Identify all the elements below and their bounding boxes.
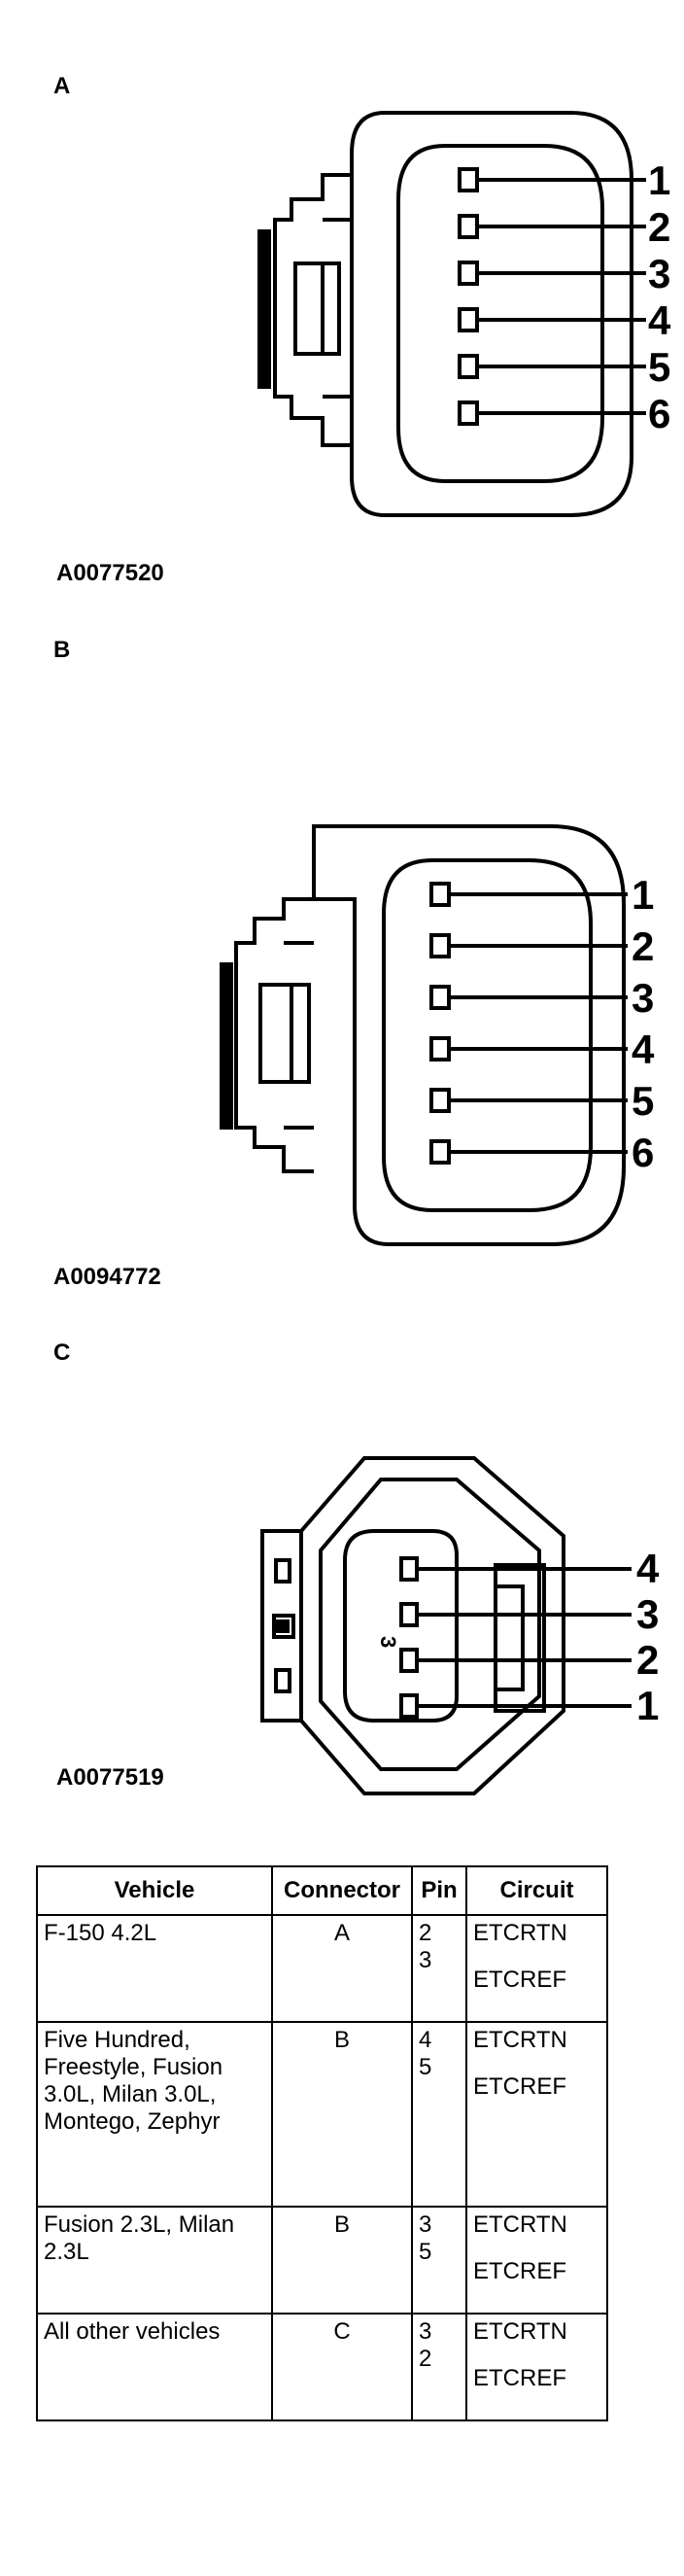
- connector-b-terminal-1: [429, 882, 451, 907]
- connector-b-terminal-3: [429, 985, 451, 1010]
- vehicle-cell: Five Hundred, Freestyle, Fusion 3.0L, Mi…: [36, 2021, 273, 2208]
- connector-b-pin-label: 6: [632, 1130, 654, 1175]
- connector-c-marking: 3: [376, 1636, 400, 1648]
- section-c-label: C: [53, 1340, 71, 1366]
- connector-a-terminal-4: [458, 307, 479, 332]
- connector-b-pin-label: 4: [632, 1027, 655, 1072]
- connector-a-side-bar: [257, 229, 271, 389]
- table-row: F-150 4.2L A 2 3 ETCRTN ETCREF: [36, 1914, 608, 2023]
- connector-a-terminal-6: [458, 400, 479, 426]
- connector-b-pin-label: 2: [632, 923, 654, 969]
- table-header-row: Vehicle Connector Pin Circuit: [36, 1865, 608, 1916]
- section-b-label: B: [53, 637, 71, 663]
- connector-a-shroud: [396, 144, 604, 483]
- header-vehicle: Vehicle: [36, 1865, 273, 1916]
- connector-b-terminal-4: [429, 1036, 451, 1062]
- connector-a-pin-label: 6: [648, 391, 670, 436]
- connector-a-terminal-1: [458, 167, 479, 192]
- table-row: All other vehicles C 3 2 ETCRTN ETCREF: [36, 2313, 608, 2421]
- vehicle-cell: F-150 4.2L: [36, 1914, 273, 2023]
- figure-id-a: A0077520: [56, 560, 164, 586]
- pin-cell: 2 3: [411, 1914, 467, 2023]
- circuit-cell: ETCRTN ETCREF: [465, 2313, 608, 2421]
- connector-a-pin-label: 3: [648, 251, 670, 296]
- connector-cell: B: [271, 2206, 413, 2315]
- connector-c-terminal-3: [399, 1602, 419, 1627]
- connector-b-terminal-5: [429, 1088, 451, 1113]
- connector-b-housing: [312, 824, 626, 1246]
- connector-c-diagram: 3 4 3 2 1: [260, 1456, 660, 1795]
- header-circuit: Circuit: [465, 1865, 608, 1916]
- connector-a-pin-label: 5: [648, 344, 670, 390]
- header-connector: Connector: [271, 1865, 413, 1916]
- table-row: Five Hundred, Freestyle, Fusion 3.0L, Mi…: [36, 2021, 608, 2208]
- connector-b-pin-label: 3: [632, 975, 654, 1021]
- connector-cell: C: [271, 2313, 413, 2421]
- connector-a-terminal-2: [458, 214, 479, 239]
- connector-b-side-bar: [220, 962, 233, 1130]
- connector-c-terminal-1: [399, 1693, 419, 1719]
- circuit-cell: ETCRTN ETCREF: [465, 2206, 608, 2315]
- connector-b-pin-label: 5: [632, 1078, 654, 1124]
- connector-a-diagram: 1 2 3 4 5 6: [257, 111, 671, 517]
- connector-a-housing: [350, 111, 633, 517]
- connector-b-latch: [234, 897, 314, 1173]
- pin-cell: 3 5: [411, 2206, 467, 2315]
- header-pin: Pin: [411, 1865, 467, 1916]
- connector-cell: A: [271, 1914, 413, 2023]
- connector-b-shroud: [382, 858, 593, 1212]
- connector-c-body: [319, 1478, 541, 1771]
- connector-c-terminal-4: [399, 1556, 419, 1582]
- connector-a-pin-label: 1: [648, 157, 670, 203]
- pin-cell: 3 2: [411, 2313, 467, 2421]
- connector-c-pin-label: 3: [636, 1591, 659, 1637]
- connector-a-latch: [273, 173, 352, 447]
- circuit-cell: ETCRTN ETCREF: [465, 2021, 608, 2208]
- connector-c-pin-label: 2: [636, 1637, 659, 1683]
- connector-a-terminal-5: [458, 354, 479, 379]
- connector-b-terminal-2: [429, 933, 451, 958]
- pin-cell: 4 5: [411, 2021, 467, 2208]
- connector-c-terminal-2: [399, 1648, 419, 1673]
- connector-b-terminal-6: [429, 1139, 451, 1165]
- connector-a-pin-label: 4: [648, 297, 671, 343]
- connector-b-pin-label: 1: [632, 872, 654, 918]
- vehicle-cell: Fusion 2.3L, Milan 2.3L: [36, 2206, 273, 2315]
- connector-cell: B: [271, 2021, 413, 2208]
- connector-a-terminal-3: [458, 261, 479, 286]
- figure-id-c: A0077519: [56, 1764, 164, 1791]
- figure-id-b: A0094772: [53, 1264, 161, 1290]
- connector-c-pin-label: 1: [636, 1683, 659, 1728]
- connector-b-diagram: 1 2 3 4 5 6: [220, 824, 655, 1246]
- connector-c-pin-label: 4: [636, 1546, 660, 1591]
- circuit-cell: ETCRTN ETCREF: [465, 1914, 608, 2023]
- connector-a-pin-label: 2: [648, 204, 670, 250]
- vehicle-cell: All other vehicles: [36, 2313, 273, 2421]
- connector-c-shroud: [343, 1529, 459, 1723]
- pin-circuit-table: Vehicle Connector Pin Circuit F-150 4.2L…: [36, 1865, 608, 2421]
- section-a-label: A: [53, 73, 71, 99]
- table-row: Fusion 2.3L, Milan 2.3L B 3 5 ETCRTN ETC…: [36, 2206, 608, 2315]
